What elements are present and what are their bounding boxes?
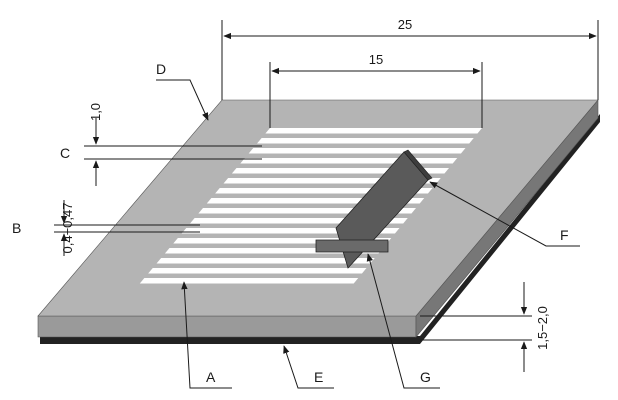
dimension-thickness: 1,5−2,0 — [420, 282, 550, 372]
probe-crossbar — [315, 239, 389, 253]
stripe — [248, 148, 466, 154]
stripe — [139, 278, 359, 284]
stripe — [148, 268, 367, 274]
stripe — [257, 138, 474, 144]
dimension-text-c: 1,0 — [88, 103, 103, 121]
leader-f: F — [429, 181, 580, 247]
leader-line-g — [366, 253, 440, 389]
stripe — [240, 158, 458, 164]
stripe — [265, 128, 482, 134]
leader-e: E — [283, 345, 334, 389]
probe-blade-edge — [403, 149, 433, 181]
dimension-text-25: 25 — [398, 17, 412, 32]
stripe — [156, 258, 375, 264]
leader-line-e — [283, 345, 334, 389]
probe-assembly — [315, 149, 433, 269]
dimension-c: 1,0 C — [60, 103, 262, 186]
leader-a: A — [181, 281, 232, 389]
label-a: A — [206, 369, 216, 385]
leader-line-f — [429, 181, 580, 247]
label-f: F — [560, 227, 569, 243]
dimension-text-15: 15 — [369, 52, 383, 67]
plate-front-face — [37, 315, 417, 338]
label-g: G — [420, 369, 431, 385]
dimension-25: 25 — [221, 17, 599, 100]
label-b: B — [12, 220, 21, 236]
leader-line-a — [181, 281, 232, 389]
dimension-15: 15 — [269, 52, 483, 128]
leader-g: G — [366, 253, 440, 389]
label-e: E — [314, 369, 323, 385]
label-d: D — [156, 61, 166, 77]
dimension-text-thickness: 1,5−2,0 — [535, 306, 550, 350]
dimension-text-b: 0,4−0,47 — [60, 203, 75, 254]
label-c: C — [60, 145, 70, 161]
leader-d: D — [156, 61, 209, 121]
dimension-b: 0,4−0,47 B — [12, 200, 200, 256]
leader-line-d — [156, 79, 209, 121]
